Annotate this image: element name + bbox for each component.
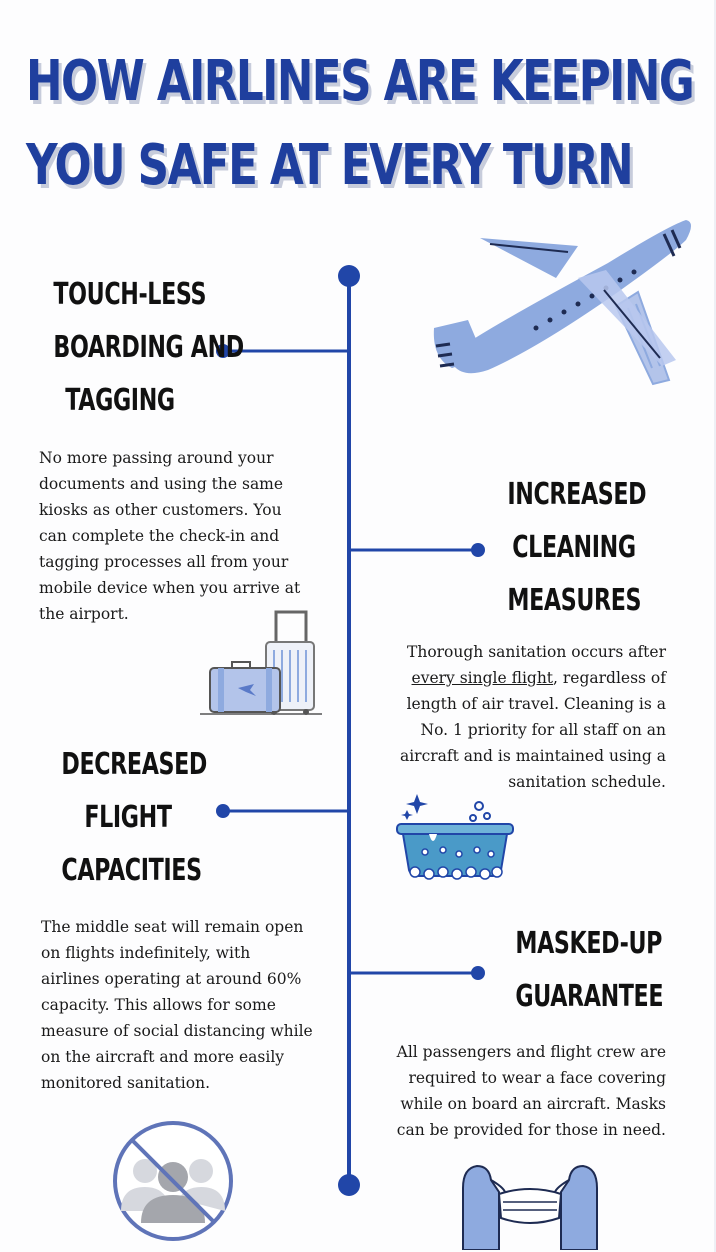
body-line: No. 1 priority for all staff on an (420, 721, 666, 739)
section-body-masked: All passengers and flight crew are requi… (376, 1039, 666, 1143)
body-line: monitored sanitation. (41, 1074, 210, 1092)
section-heading-touchless: TOUCH-LESS BOARDING AND TAGGING (53, 268, 244, 427)
body-line: Thorough sanitation occurs after (407, 643, 666, 661)
body-line: can be provided for those in need. (396, 1121, 666, 1139)
section-body-touchless: No more passing around your documents an… (39, 445, 339, 627)
heading-line: INCREASED (507, 477, 647, 512)
body-line: tagging processes all from your (39, 553, 289, 571)
heading-line: FLIGHT (84, 800, 172, 835)
section-heading-masked: MASKED-UP GUARANTEE (515, 917, 664, 1023)
face-mask-icon (462, 1164, 598, 1250)
heading-line: CLEANING (512, 530, 636, 565)
body-line: capacity. This allows for some (41, 996, 276, 1014)
body-line: on flights indefinitely, with (41, 944, 251, 962)
heading-line: MASKED-UP (515, 926, 663, 961)
body-line: aircraft and is maintained using a (399, 747, 666, 765)
body-line: can complete the check-in and (39, 527, 280, 545)
title-line-2: YOU SAFE AT EVERY TURN (26, 133, 634, 198)
body-line: No more passing around your (39, 449, 274, 467)
section-body-cleaning: Thorough sanitation occurs after every s… (386, 639, 666, 795)
body-line: mobile device when you arrive at (39, 579, 301, 597)
body-line: sanitation schedule. (508, 773, 666, 791)
timeline-start-dot (338, 265, 360, 287)
body-line: on the aircraft and more easily (41, 1048, 285, 1066)
body-line: the airport. (39, 605, 129, 623)
body-line: while on board an aircraft. Masks (400, 1095, 666, 1113)
heading-line: TAGGING (65, 383, 175, 418)
heading-line: TOUCH-LESS (53, 277, 207, 312)
luggage-icon (200, 610, 322, 715)
body-line: length of air travel. Cleaning is a (406, 695, 666, 713)
heading-line: DECREASED (61, 747, 207, 782)
body-text: , regardless of (553, 669, 666, 687)
heading-line: GUARANTEE (515, 979, 664, 1014)
body-line: measure of social distancing while (41, 1022, 313, 1040)
body-line: The middle seat will remain open (41, 918, 304, 936)
heading-line: MEASURES (507, 583, 642, 618)
emphasis-text: every single flight (411, 669, 554, 687)
bathtub-icon (396, 794, 514, 880)
connector-dot-capacities (216, 804, 230, 818)
section-heading-cleaning: INCREASED CLEANING MEASURES (507, 468, 647, 627)
page-title: HOW AIRLINES ARE KEEPING YOU SAFE AT EVE… (26, 40, 695, 208)
body-line: kiosks as other customers. You (39, 501, 282, 519)
heading-line: BOARDING AND (53, 330, 244, 365)
airplane-icon (433, 220, 691, 386)
connector-dot-cleaning (471, 543, 485, 557)
connector-dot-masked (471, 966, 485, 980)
timeline-end-dot (338, 1174, 360, 1196)
body-line: required to wear a face covering (408, 1069, 666, 1087)
body-line: All passengers and flight crew are (396, 1043, 666, 1061)
body-line: documents and using the same (39, 475, 284, 493)
section-body-capacities: The middle seat will remain open on flig… (41, 914, 341, 1096)
heading-line: CAPACITIES (61, 853, 202, 888)
title-line-1: HOW AIRLINES ARE KEEPING (26, 49, 695, 114)
no-crowd-icon (113, 1121, 233, 1241)
body-line: every single flight, regardless of (386, 665, 666, 691)
body-line: airlines operating at around 60% (41, 970, 302, 988)
section-heading-capacities: DECREASED FLIGHT CAPACITIES (61, 738, 207, 897)
